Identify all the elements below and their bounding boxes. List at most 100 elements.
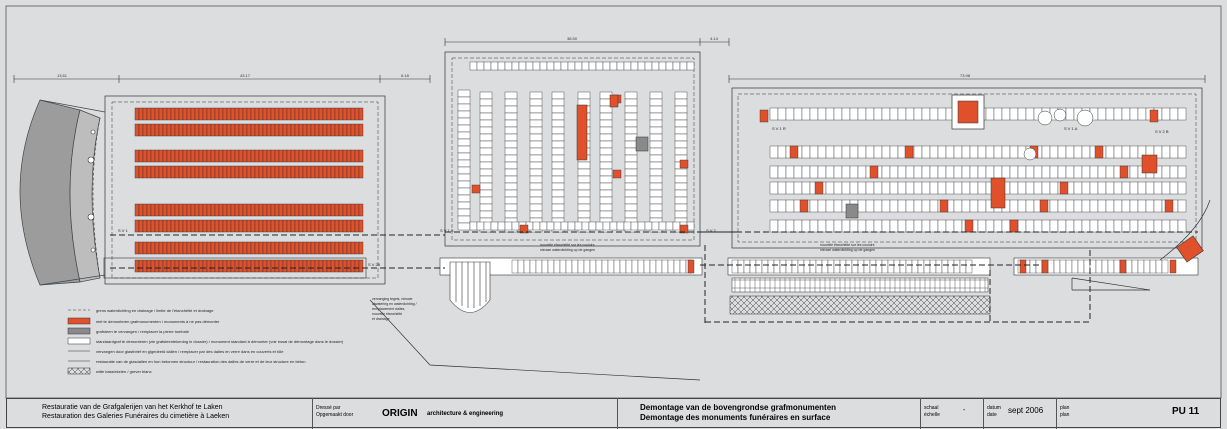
tomb: [809, 145, 819, 159]
tomb: [857, 165, 867, 179]
tomb: [873, 219, 883, 233]
legend-item: niet te demonteren grafmonumenten / monu…: [96, 319, 220, 324]
tomb: [801, 165, 811, 179]
tomb: [674, 147, 688, 156]
tomb: [551, 168, 565, 177]
tomb: [793, 181, 803, 195]
tomb: [504, 112, 518, 121]
tomb-orange: [166, 259, 172, 273]
tomb: [1177, 165, 1187, 179]
tomb-orange: [294, 107, 300, 121]
tomb-orange: [314, 203, 320, 217]
tomb: [595, 259, 603, 274]
tomb-orange: [226, 203, 232, 217]
tomb: [649, 140, 663, 149]
tomb: [905, 219, 915, 233]
tomb: [551, 189, 565, 198]
tomb-orange: [258, 149, 264, 163]
central-gallery-outline: [444, 51, 701, 247]
tomb: [479, 203, 493, 212]
tomb: [658, 221, 667, 231]
tomb-orange: [318, 165, 324, 179]
gravel-band: [729, 295, 991, 315]
tomb: [599, 112, 613, 121]
tomb-orange: [210, 165, 216, 179]
tomb: [624, 140, 638, 149]
tomb-orange: [250, 165, 256, 179]
tomb: [1017, 181, 1027, 195]
tomb-orange: [222, 203, 228, 217]
tomb: [1129, 145, 1139, 159]
legend-item: grafsteen te vervangen / remplacer la pi…: [96, 329, 189, 334]
tomb-orange: [346, 241, 352, 255]
tomb: [873, 145, 883, 159]
tomb-orange: [186, 107, 192, 121]
tomb-orange: [869, 165, 879, 179]
tomb: [479, 175, 493, 184]
tomb: [643, 259, 651, 274]
tomb-orange: [519, 224, 529, 234]
tomb-orange: [814, 181, 824, 195]
tomb: [599, 210, 613, 219]
tomb-orange: [290, 123, 296, 137]
tomb-orange: [170, 259, 176, 273]
tomb: [1057, 165, 1067, 179]
tomb-orange: [238, 219, 244, 233]
tomb-orange: [158, 149, 164, 163]
tomb-orange: [294, 219, 300, 233]
tomb: [1077, 259, 1085, 274]
tomb-orange: [266, 107, 272, 121]
tomb: [504, 161, 518, 170]
tomb: [913, 165, 923, 179]
tomb-orange: [142, 203, 148, 217]
tomb: [649, 126, 663, 135]
tomb-orange: [306, 107, 312, 121]
tomb: [1009, 107, 1019, 121]
tomb: [529, 105, 543, 114]
tomb-orange: [342, 219, 348, 233]
tomb-orange: [242, 107, 248, 121]
tomb: [889, 145, 899, 159]
tomb: [945, 219, 955, 233]
tomb: [631, 259, 639, 274]
tomb-orange: [222, 165, 228, 179]
tomb: [1177, 181, 1187, 195]
tomb-orange: [178, 107, 184, 121]
tomb-orange: [206, 259, 212, 273]
tomb: [457, 103, 471, 112]
tomb-orange: [302, 241, 308, 255]
tomb-orange: [170, 203, 176, 217]
tomb: [602, 61, 611, 71]
tomb: [785, 165, 795, 179]
tomb-orange: [154, 107, 160, 121]
central-grid: [457, 61, 695, 234]
tomb-orange: [134, 259, 140, 273]
tomb: [541, 259, 549, 274]
tomb: [937, 107, 947, 121]
tomb: [551, 133, 565, 142]
plan-label-2: plan: [1060, 412, 1070, 418]
tomb-orange: [210, 107, 216, 121]
tomb-orange: [170, 107, 176, 121]
tomb-orange: [326, 165, 332, 179]
tomb: [649, 154, 663, 163]
tomb-orange: [314, 219, 320, 233]
tomb: [969, 199, 979, 213]
tomb: [649, 210, 663, 219]
tomb: [529, 126, 543, 135]
tomb: [1149, 259, 1157, 274]
tomb-orange: [202, 219, 208, 233]
tomb: [479, 91, 493, 100]
tomb-orange: [318, 149, 324, 163]
tomb: [905, 259, 913, 274]
tomb-orange: [174, 241, 180, 255]
date-label-2: date: [987, 412, 997, 418]
tomb: [457, 194, 471, 203]
tomb: [624, 168, 638, 177]
tomb: [897, 165, 907, 179]
tomb: [577, 196, 591, 205]
tomb-orange: [326, 219, 332, 233]
tomb-orange: [262, 107, 268, 121]
sv-label: S V 1 A: [1064, 126, 1078, 131]
tomb: [529, 168, 543, 177]
